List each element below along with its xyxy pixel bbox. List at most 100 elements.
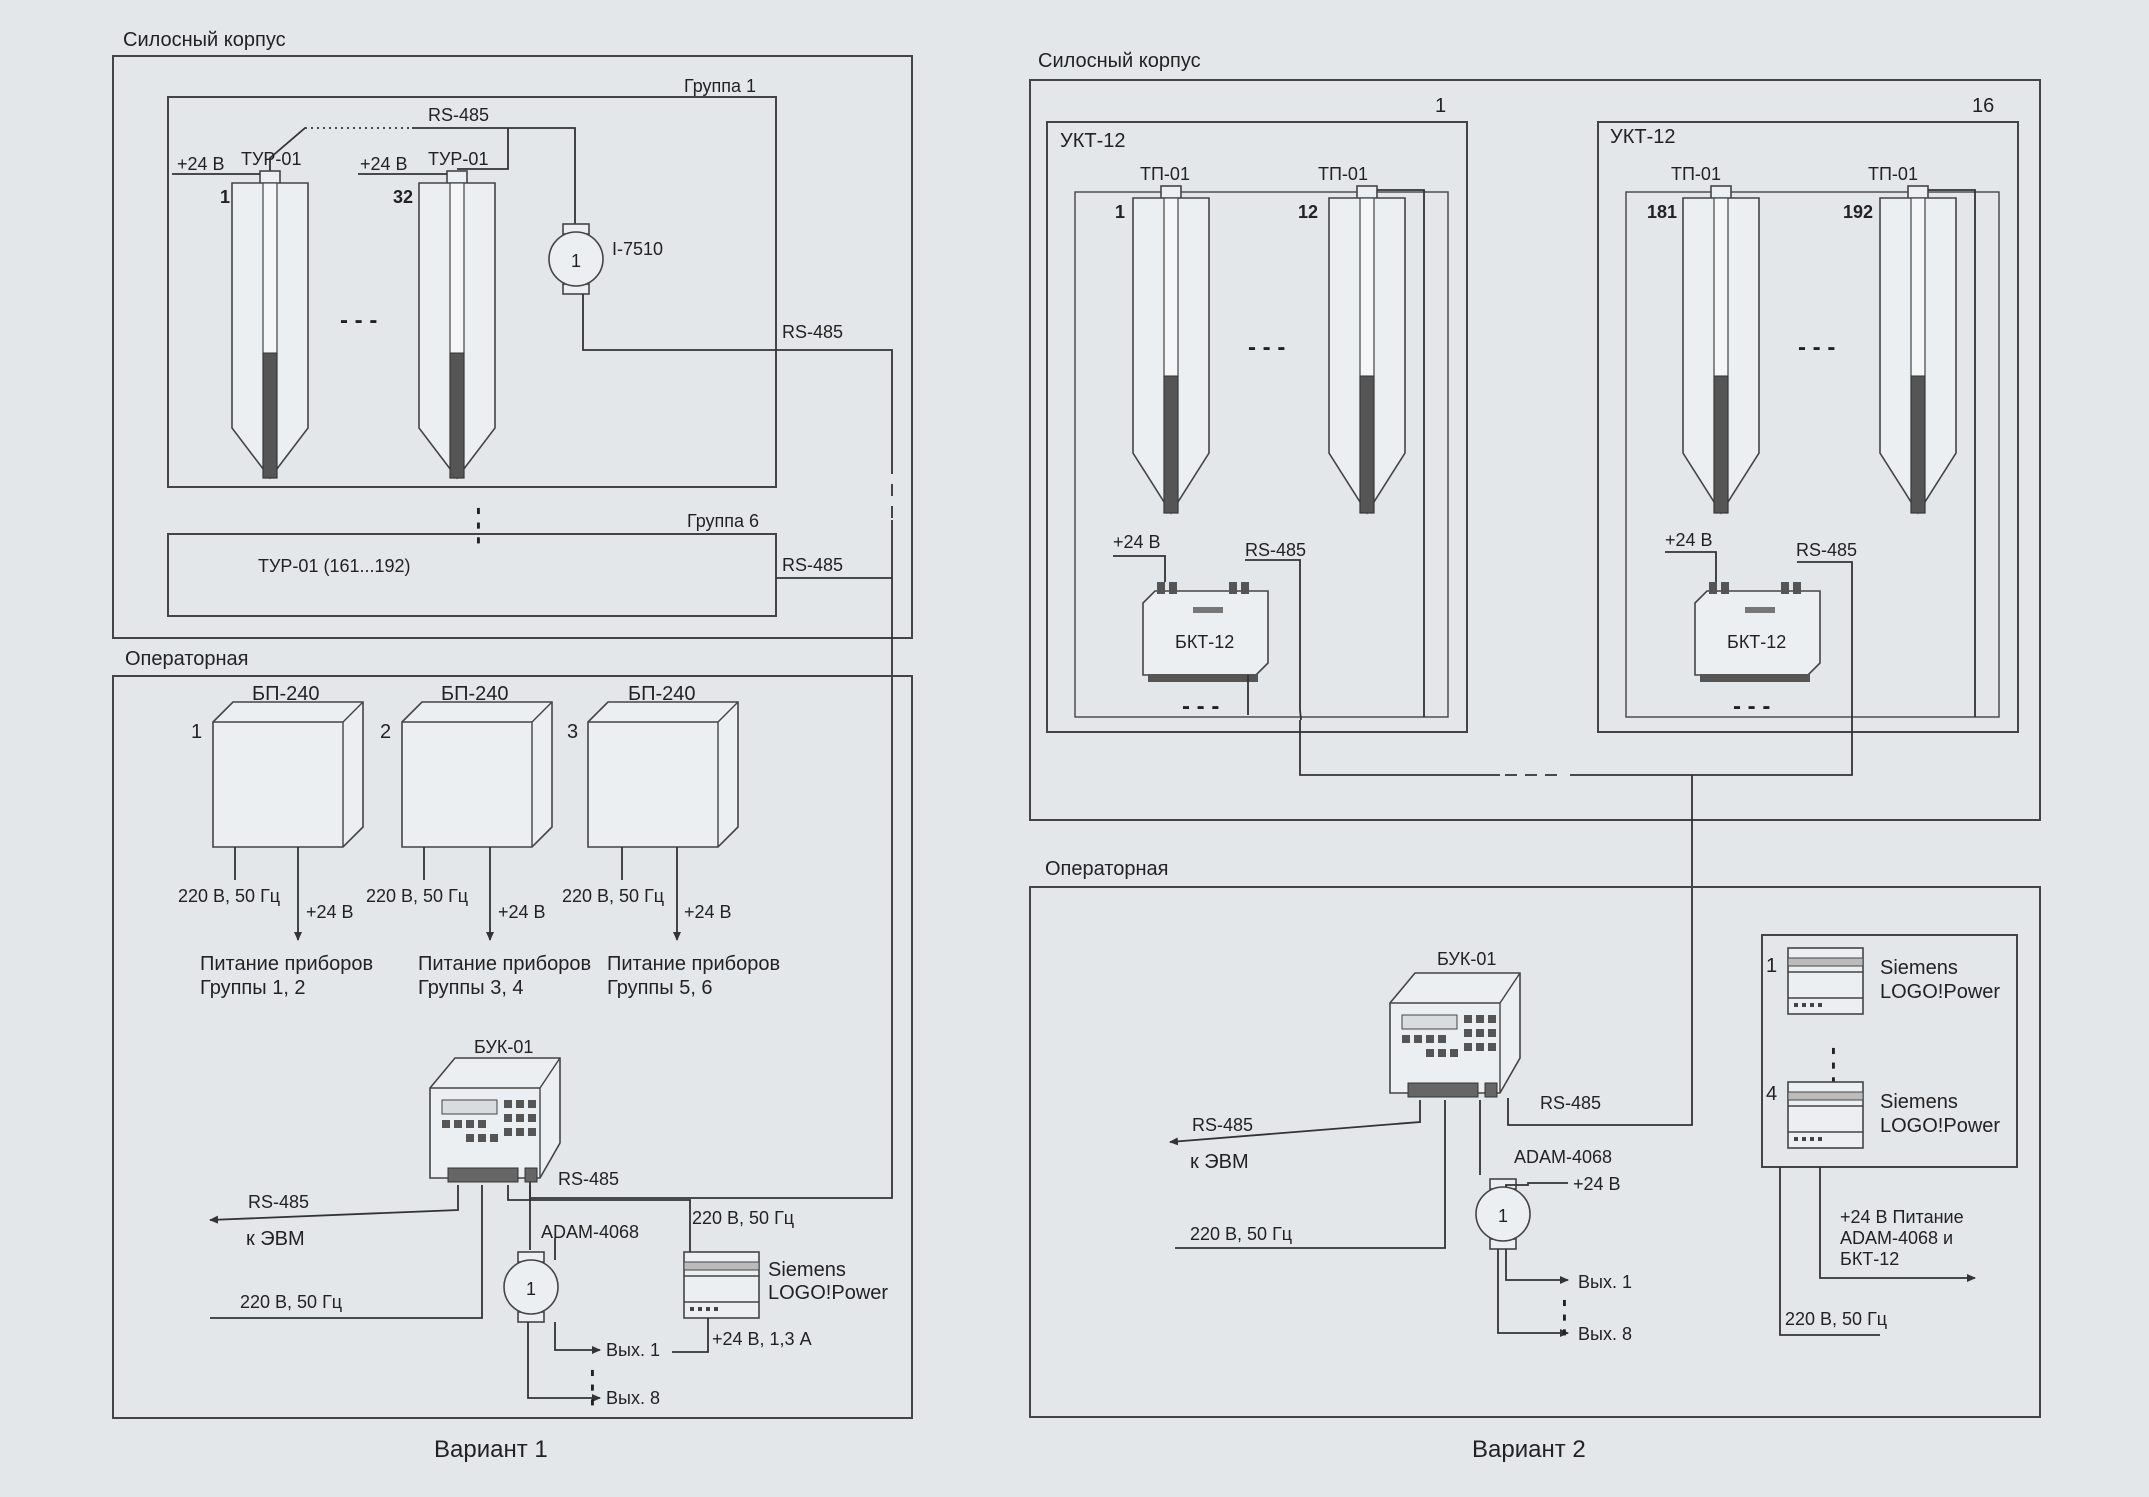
v2-adam-plus24: +24 В: [1573, 1174, 1621, 1194]
v2-sensor-1: ТП-01 1: [1115, 164, 1210, 514]
v2-bkt-1: БКТ-12 +24 В RS-485 - - -: [1113, 532, 1500, 776]
v2-power-note-3: БКТ-12: [1840, 1249, 1899, 1269]
v1-power-line-3: Питание приборов: [607, 953, 780, 975]
v2-adam-circle-num: 1: [1498, 1206, 1508, 1226]
v2-sensor-12: ТП-01 12: [1298, 164, 1425, 717]
v1-psu-num-1: 1: [191, 721, 202, 743]
v2-rs485-pc: RS-485: [1192, 1115, 1253, 1135]
v2-operator-frame: [1029, 886, 2041, 1418]
v1-mains-1: 220 В, 50 Гц: [178, 886, 280, 906]
v2-power-note-2: ADAM-4068 и: [1840, 1228, 1953, 1248]
v2-operator-title: Операторная: [1045, 858, 1169, 880]
v1-psu-2: БП-240 2 220 В, 50 Гц +24 В Питание приб…: [366, 683, 591, 999]
v1-siemens-mains: 220 В, 50 Гц: [692, 1208, 794, 1228]
v1-siemens-logo-power: 220 В, 50 Гц Siemens LOGO!Power +24 В, 1…: [672, 1208, 888, 1353]
v1-mains-2: 220 В, 50 Гц: [366, 886, 468, 906]
v2-sensor-181: ТП-01 181: [1647, 164, 1760, 514]
v2-ps-mains: 220 В, 50 Гц: [1785, 1309, 1887, 1329]
v2-buk-label: БУК-01: [1437, 949, 1496, 969]
v1-adam4068: ADAM-4068 1 - - - Вых. 1 Вых. 8: [503, 1222, 660, 1408]
v2-adam4068: ADAM-4068 1 +24 В - - - Вых. 1 Вых. 8: [1475, 1147, 1632, 1344]
v1-psu-label-2: БП-240: [441, 683, 509, 705]
v1-psu-label-3: БП-240: [628, 683, 696, 705]
v1-out24-1: +24 В: [306, 902, 354, 922]
v1-silo-frame: [112, 55, 913, 639]
v2-out8: Вых. 8: [1578, 1324, 1632, 1344]
v2-siemens-a1: Siemens: [1880, 957, 1958, 979]
v2-rs485-bkt-16: RS-485: [1796, 540, 1857, 560]
v2-ps-ellipsis: - - -: [1821, 1047, 1848, 1084]
v2-siemens-a2: LOGO!Power: [1880, 981, 2000, 1003]
v1-power-groups-1: Группы 1, 2: [200, 977, 306, 999]
v1-sensor-32: +24 В ТУР-01 32: [358, 149, 496, 479]
v1-silo-title: Силосный корпус: [123, 29, 286, 51]
v2-inner-frame-1: [1074, 191, 1449, 718]
v1-out8: Вых. 8: [606, 1388, 660, 1408]
v1-vertical-ellipsis: - - -: [466, 507, 493, 544]
v2-bkt-label-1: БКТ-12: [1175, 632, 1234, 652]
v1-group1-frame: [167, 96, 777, 488]
v1-siemens-2: LOGO!Power: [768, 1282, 888, 1304]
v1-caption: Вариант 1: [434, 1436, 548, 1463]
v1-power-line-2: Питание приборов: [418, 953, 591, 975]
v1-operator-frame: [112, 675, 913, 1419]
v2-rs485-buk: RS-485: [1540, 1093, 1601, 1113]
v2-ukt-frame-16: [1597, 121, 2019, 733]
v1-psu-num-2: 2: [380, 721, 391, 743]
v2-ellipsis-b: - - -: [1798, 334, 1835, 361]
v1-tur-label-32: ТУР-01: [428, 149, 488, 169]
v1-power-groups-3: Группы 5, 6: [607, 977, 713, 999]
v2-out-ellipsis: - - -: [1552, 1299, 1579, 1336]
v2-sensor-num-12: 12: [1298, 202, 1318, 222]
v2-unit-1: 1: [1435, 95, 1446, 117]
variant-2: Силосный корпус 1 УКТ-12 ТП-01 1 - - - Т…: [1029, 50, 2041, 1463]
v2-rs485-bkt-1: RS-485: [1245, 540, 1306, 560]
v2-power-supplies: 1 Siemens LOGO!Power - - - 4 Siemens LOG…: [1761, 934, 2018, 1336]
v1-plus24-1: +24 В: [177, 154, 225, 174]
v1-rs485-top: RS-485: [428, 105, 489, 125]
v2-plus24-16: +24 В: [1665, 530, 1713, 550]
v2-tp-label-192: ТП-01: [1868, 164, 1918, 184]
v1-tur-range: ТУР-01 (161...192): [258, 556, 411, 576]
v2-silo-frame: [1029, 79, 2041, 821]
v1-buk01: БУК-01 RS-485 RS-485 к ЭВМ 220 В, 50 Гц: [209, 1037, 691, 1319]
v1-rs485-group6: RS-485: [782, 555, 843, 575]
v1-i7510-label: I-7510: [612, 239, 663, 259]
v1-tur-label-1: ТУР-01: [241, 149, 301, 169]
v2-sensor-num-192: 192: [1843, 202, 1873, 222]
v1-power-line-1: Питание приборов: [200, 953, 373, 975]
v2-to-pc: к ЭВМ: [1190, 1151, 1249, 1173]
v2-out1: Вых. 1: [1578, 1272, 1632, 1292]
v2-silo-title: Силосный корпус: [1038, 50, 1201, 72]
v2-ps-frame: [1761, 934, 2018, 1168]
v1-group1-label: Группа 1: [684, 76, 756, 96]
v2-buk01: БУК-01 RS-485 RS-485 к ЭВМ 220 В, 50 Гц: [1169, 949, 1601, 1249]
v2-sensor-192: ТП-01 192: [1843, 164, 1976, 717]
v1-group6-label: Группа 6: [687, 511, 759, 531]
v1-rs485-bus: RS-485: [269, 105, 576, 225]
v2-bkt-label-16: БКТ-12: [1727, 632, 1786, 652]
v1-psu-1: БП-240 1 220 В, 50 Гц +24 В Питание приб…: [178, 683, 373, 999]
v2-bkt-16: БКТ-12 +24 В RS-485 - - -: [1570, 530, 1857, 776]
v1-mains-buk: 220 В, 50 Гц: [240, 1292, 342, 1312]
v1-psu-num-3: 3: [567, 721, 578, 743]
v1-out24-2: +24 В: [498, 902, 546, 922]
v2-siemens-b2: LOGO!Power: [1880, 1115, 2000, 1137]
v1-i7510-circle-num: 1: [571, 251, 581, 271]
variant-1: Силосный корпус Группа 1 RS-485 +24 В ТУ…: [112, 29, 913, 1463]
v2-ukt-frame-1: [1046, 121, 1468, 733]
v1-ellipsis-sensors: - - -: [340, 307, 377, 334]
v2-caption: Вариант 2: [1472, 1436, 1586, 1463]
v1-sensor-1: +24 В ТУР-01 1: [172, 149, 309, 479]
v1-adam-circle-num: 1: [526, 1279, 536, 1299]
v1-group6-frame: [167, 533, 777, 617]
v1-adam-label: ADAM-4068: [541, 1222, 639, 1242]
v1-rs485-right: RS-485: [782, 322, 843, 342]
v2-tp-label-181: ТП-01: [1671, 164, 1721, 184]
v2-bkt-ellipsis-16: - - -: [1733, 693, 1770, 720]
v2-power-note-1: +24 В Питание: [1840, 1207, 1964, 1227]
v1-psu-label-1: БП-240: [252, 683, 320, 705]
v1-power-groups-2: Группы 3, 4: [418, 977, 524, 999]
v1-out24-3: +24 В: [684, 902, 732, 922]
